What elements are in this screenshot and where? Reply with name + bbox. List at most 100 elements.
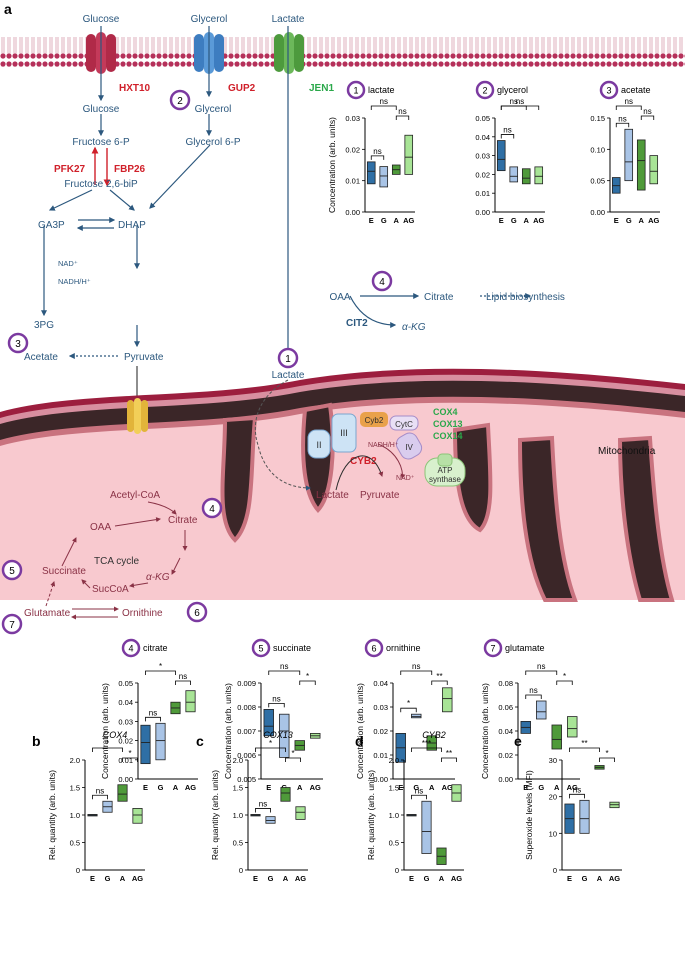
sig-label: ns	[529, 686, 537, 695]
sig-label: ns	[625, 97, 633, 106]
badge-5: 5	[251, 638, 271, 658]
sig-label: ns	[149, 708, 157, 717]
badge-4: 4	[371, 270, 393, 292]
y-tick-label: 1.5	[233, 784, 243, 793]
y-tick-label: 0.03	[475, 152, 490, 161]
box-A	[117, 784, 128, 802]
y-tick-label: 0.00	[590, 208, 605, 217]
label-nad: NAD⁺	[58, 259, 78, 268]
label-mito-akg: α-KG	[146, 572, 170, 583]
y-tick-label: 0.02	[345, 145, 360, 154]
y-tick-label: 0.04	[118, 698, 133, 707]
label-succoa: SucCoA	[92, 584, 129, 595]
label-complex-ii: II	[316, 440, 321, 450]
x-tick-label: E	[499, 216, 504, 225]
label-complex-iv: IV	[405, 443, 413, 452]
y-axis-label: Superoxide levels (MFI)	[524, 770, 534, 860]
y-tick-label: 0.02	[373, 727, 388, 736]
y-tick-label: 1.0	[233, 811, 243, 820]
sig-bracket	[411, 747, 442, 752]
label-mito-nadh: NADH/H⁺	[368, 442, 399, 449]
box-AG	[132, 808, 143, 824]
sig-bracket	[395, 115, 410, 120]
label-dhap: DHAP	[118, 220, 146, 231]
y-tick-label: 0.009	[237, 679, 256, 688]
sig-label: **	[581, 739, 587, 748]
box-E	[496, 140, 506, 172]
label-synthase: synthase	[429, 475, 462, 484]
box-AG	[404, 134, 414, 175]
y-tick-label: 0.00	[345, 208, 360, 217]
y-axis-label: Concentration (arb. units)	[480, 683, 490, 779]
label-acetylcoa: Acetyl-CoA	[110, 490, 160, 501]
label-lactate-out: Lactate	[272, 14, 305, 25]
sig-bracket	[299, 680, 316, 685]
sig-label: *	[269, 739, 272, 748]
box-G	[155, 722, 166, 761]
y-tick-label: 1.0	[70, 811, 80, 820]
panel-label-b: b	[32, 733, 41, 749]
y-tick-label: 2.0	[389, 756, 399, 765]
sig-label: ns	[272, 694, 280, 703]
y-tick-label: 0.005	[237, 775, 256, 784]
box-G	[411, 713, 422, 719]
x-tick-label: A	[439, 874, 445, 883]
mito-transporter	[127, 398, 148, 434]
x-tick-label: AG	[609, 874, 620, 883]
sig-bracket	[255, 747, 286, 752]
label-3pg: 3PG	[34, 320, 54, 331]
sig-label: *	[291, 749, 294, 758]
label-pfk27: PFK27	[54, 164, 86, 175]
x-tick-label: A	[283, 874, 289, 883]
x-tick-label: E	[398, 783, 403, 792]
x-tick-label: G	[381, 216, 387, 225]
label-acetate: Acetate	[24, 352, 58, 363]
x-tick-label: G	[424, 874, 430, 883]
box-AG	[649, 155, 659, 185]
x-tick-label: G	[582, 874, 588, 883]
sig-bracket	[285, 757, 301, 762]
box-AG	[442, 687, 453, 713]
sig-label: ns	[412, 662, 420, 671]
x-tick-label: AG	[451, 874, 462, 883]
sig-bracket	[255, 808, 271, 813]
y-tick-label: 20	[549, 793, 557, 802]
x-tick-label: A	[297, 783, 303, 792]
x-tick-label: A	[173, 783, 179, 792]
panel-label-c: c	[196, 733, 204, 749]
y-tick-label: 0.5	[389, 839, 399, 848]
sig-bracket	[500, 105, 527, 110]
badge-7: 7	[483, 638, 503, 658]
sig-bracket	[175, 680, 191, 685]
label-nadh: NADH/H⁺	[58, 277, 91, 286]
svg-text:4: 4	[128, 644, 133, 654]
svg-text:5: 5	[258, 644, 263, 654]
y-tick-label: 0.5	[233, 839, 243, 848]
sig-label: **	[446, 749, 452, 758]
sig-label: ns	[618, 114, 626, 123]
x-tick-label: A	[554, 783, 560, 792]
sig-bracket	[525, 694, 542, 699]
sig-bracket	[569, 747, 600, 752]
sig-label: *	[106, 739, 109, 748]
x-tick-label: E	[90, 874, 95, 883]
label-fbp26: FBP26	[114, 164, 146, 175]
label-pyruvate: Pyruvate	[124, 352, 164, 363]
sig-bracket	[268, 703, 285, 708]
y-tick-label: 0.04	[498, 727, 513, 736]
svg-text:3: 3	[606, 86, 611, 96]
panel-label-a: a	[4, 1, 12, 17]
x-tick-label: G	[413, 783, 419, 792]
sig-bracket	[525, 670, 558, 675]
label-glycerol-in: Glycerol	[195, 104, 232, 115]
sig-bracket	[145, 670, 176, 675]
label-cox14: COX14	[433, 431, 463, 441]
y-tick-label: 0.008	[237, 703, 256, 712]
x-tick-label: AG	[295, 874, 306, 883]
label-jen1: JEN1	[309, 83, 334, 94]
transporter-hxt10	[86, 32, 116, 74]
y-tick-label: 0.02	[498, 751, 513, 760]
x-tick-label: AG	[442, 783, 453, 792]
